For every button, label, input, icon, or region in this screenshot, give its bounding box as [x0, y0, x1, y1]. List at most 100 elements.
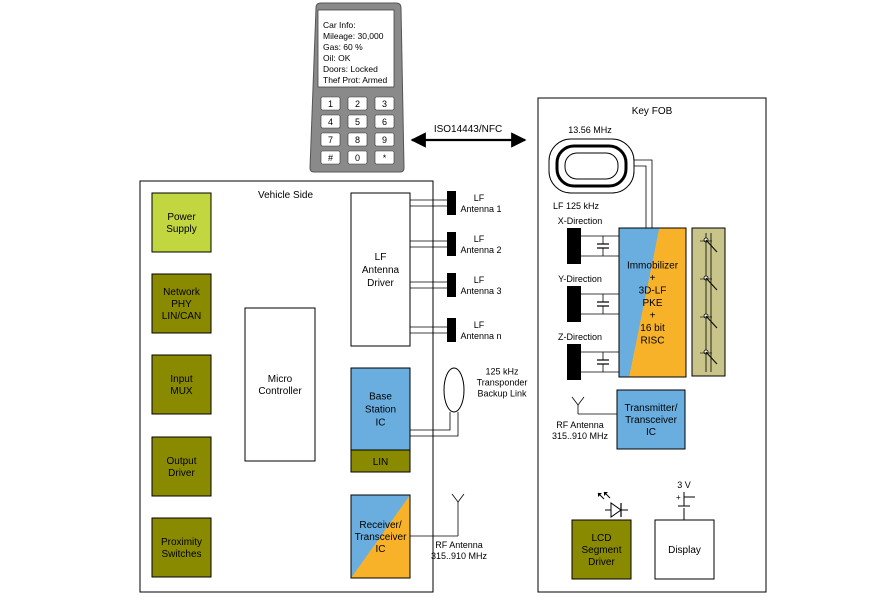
nfc-link-label: ISO14443/NFC — [434, 124, 502, 135]
svg-text:4: 4 — [328, 117, 333, 127]
lf-antenna-label: LF — [474, 234, 485, 244]
svg-text:3: 3 — [382, 99, 387, 109]
phone-key: 0 — [347, 150, 368, 165]
phone-screen-line: Gas: 60 % — [323, 42, 363, 52]
lf-antenna-label: LF — [474, 320, 485, 330]
push-switch-icon — [700, 275, 718, 291]
lf-antenna-label: LF — [474, 193, 485, 203]
phone-screen-line: Car Info: — [323, 20, 356, 30]
phone-key: 3 — [374, 96, 395, 111]
battery-icon: 3 V + — [676, 480, 695, 520]
phone-screen-line: Doors: Locked — [323, 64, 378, 74]
svg-text:2: 2 — [355, 99, 360, 109]
nfc-frequency-label: 13.56 MHz — [568, 125, 612, 135]
vehicle-side-title: Vehicle Side — [258, 190, 313, 201]
phone-key: * — [374, 150, 395, 165]
phone-screen — [317, 9, 395, 88]
svg-text:#: # — [328, 153, 333, 163]
phone-key: 6 — [374, 114, 395, 129]
phone-key: 2 — [347, 96, 368, 111]
lf-coil-direction-label: Z-Direction — [558, 332, 602, 342]
lin-block — [350, 449, 411, 473]
lf-antenna-name: Antenna n — [460, 331, 501, 341]
svg-text:5: 5 — [355, 117, 360, 127]
lf-antenna-name: Antenna 3 — [460, 286, 501, 296]
svg-text:+: + — [676, 493, 681, 502]
led-icon — [597, 491, 628, 518]
lf-antenna-name: Antenna 2 — [460, 245, 501, 255]
phone-key: # — [320, 150, 341, 165]
svg-text:6: 6 — [382, 117, 387, 127]
battery-voltage-label: 3 V — [677, 480, 691, 490]
phone-keypad: 1 2 3 4 5 6 7 8 9 #0 * — [320, 96, 395, 165]
lf-125-label: LF 125 kHz — [553, 201, 600, 211]
lin-label: LIN — [373, 457, 389, 468]
transponder-coil — [443, 367, 465, 413]
phone-screen-line: Mileage: 30,000 — [323, 31, 384, 41]
nfc-coil — [548, 138, 653, 228]
key-fob-title: Key FOB — [632, 106, 673, 117]
phone-key: 8 — [347, 132, 368, 147]
lf-coil: Z-Direction — [558, 332, 619, 380]
lf-coil: Y-Direction — [558, 274, 619, 322]
display-block: Display — [654, 519, 715, 580]
lf-coil: X-Direction — [558, 216, 619, 264]
svg-text:1: 1 — [328, 99, 333, 109]
svg-text:8: 8 — [355, 135, 360, 145]
svg-text:0: 0 — [355, 153, 360, 163]
push-switch-icon — [700, 313, 718, 329]
vehicle-side-frame — [139, 180, 434, 593]
key-fob-frame — [537, 97, 767, 593]
lf-coil-direction-label: Y-Direction — [558, 274, 602, 284]
phone-screen-line: Thef Prot: Armed — [323, 75, 388, 85]
phone-key: 1 — [320, 96, 341, 111]
display-label: Display — [668, 545, 701, 556]
lf-antenna-label: LF — [474, 275, 485, 285]
lf-antenna-name: Antenna 1 — [460, 204, 501, 214]
svg-text:7: 7 — [328, 135, 333, 145]
phone-key: 4 — [320, 114, 341, 129]
push-switch-icon — [700, 237, 718, 253]
phone-key: 9 — [374, 132, 395, 147]
phone-key: 5 — [347, 114, 368, 129]
svg-text:*: * — [383, 153, 387, 163]
phone-screen-line: Oil: OK — [323, 53, 351, 63]
